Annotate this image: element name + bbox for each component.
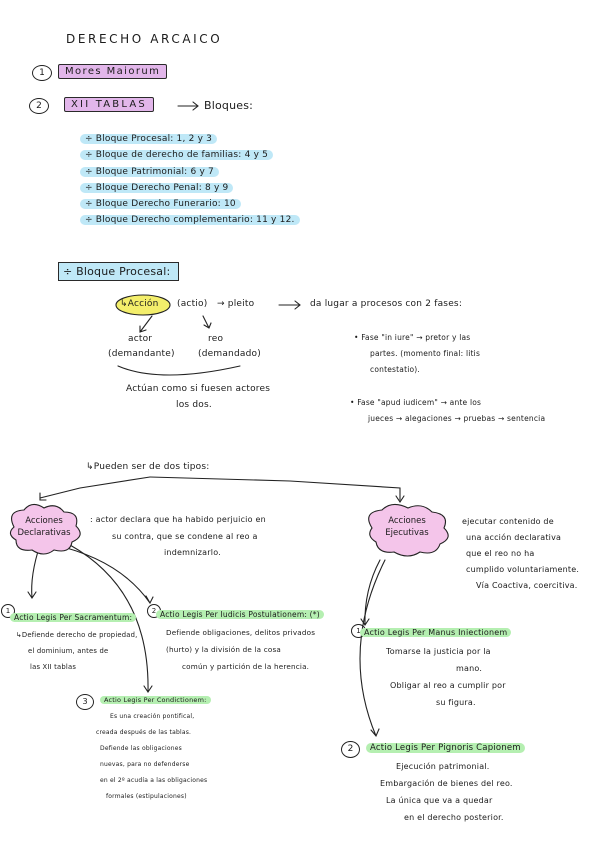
sacramentum-title: Actio Legis Per Sacramentum: (10, 613, 137, 622)
condictionem-line: en el 2º acudía a las obligaciones (100, 777, 208, 784)
list-item: ÷ Bloque Procesal: 1, 2 y 3 (80, 134, 218, 144)
acciones-ejecutivas-label: Acciones Ejecutivas (372, 515, 442, 539)
ejecutivas-desc: que el reo no ha (466, 549, 535, 558)
condictionem-line: creada después de las tablas. (96, 729, 192, 736)
list-item: ÷ Bloque Derecho Funerario: 10 (80, 199, 241, 209)
arrow-to-condictionem (69, 544, 153, 693)
ejecutivas-desc: ejecutar contenido de (462, 517, 554, 526)
condictionem-line: formales (estipulaciones) (106, 793, 187, 800)
cloud-ejecutivas (368, 503, 449, 557)
pignoris-title: Actio Legis Per Pignoris Capionem (366, 743, 525, 753)
declarativas-desc: : actor declara que ha habido perjuicio … (90, 515, 266, 524)
arrow-to-manus (360, 559, 381, 626)
arrow-to-declarativas (39, 476, 151, 499)
note-line: los dos. (176, 400, 212, 410)
manus-line: su figura. (436, 698, 476, 707)
fase-in-iure-line: • Fase "in iure" → pretor y las (354, 333, 471, 342)
sacramentum-line: las XII tablas (30, 663, 77, 671)
fase-in-iure-line: contestatio). (370, 365, 420, 374)
accion-highlight (115, 294, 171, 316)
iudicis-line: (hurto) y la división de la cosa (166, 645, 282, 654)
circle-number-1: 1 (1, 604, 15, 618)
bloques-label: Bloques: (204, 99, 254, 112)
cloud-declarativas (9, 503, 81, 555)
fase-apud-iudicem-line: jueces → alegaciones → pruebas → sentenc… (368, 414, 546, 423)
note-line: Actúan como si fuesen actores (126, 384, 271, 394)
xii-tablas-label: XII TABLAS (64, 97, 154, 112)
condictionem-line: Es una creación pontifical, (110, 713, 195, 720)
iudicis-line: Defiende obligaciones, delitos privados (166, 628, 316, 637)
pignoris-line: en el derecho posterior. (404, 813, 504, 822)
da-lugar-text: da lugar a procesos con 2 fases: (310, 299, 463, 309)
declarativas-desc: su contra, que se condene al reo a (112, 532, 258, 541)
condictionem-line: nuevas, para no defenderse (100, 761, 190, 768)
declarativas-desc: indemnizarlo. (164, 548, 221, 557)
circle-number-2: 2 (29, 98, 49, 114)
manus-line: Tomarse la justicia por la (386, 647, 491, 656)
cloud-line: Acciones (25, 516, 63, 526)
cloud-line: Declarativas (17, 528, 71, 538)
manus-line: Obligar al reo a cumplir por (390, 681, 506, 690)
demandante-label: (demandante) (108, 349, 175, 359)
fase-apud-iudicem-line: • Fase "apud iudicem" → ante los (350, 398, 482, 407)
circle-number-3: 3 (76, 694, 94, 710)
acciones-declarativas-label: Acciones Declarativas (14, 515, 74, 539)
accion-label: ↳Acción (120, 299, 159, 309)
ejecutivas-desc: una acción declarativa (466, 533, 562, 542)
demandado-label: (demandado) (198, 349, 261, 359)
tipos-heading: ↳Pueden ser de dos tipos: (86, 462, 210, 472)
manus-line: mano. (456, 664, 483, 673)
circle-number-2: 2 (341, 741, 360, 758)
fase-in-iure-line: partes. (momento final: litis (370, 349, 481, 358)
reo-label: reo (208, 334, 224, 344)
arrow-to-iudicis (54, 544, 154, 605)
bloque-procesal-heading: ÷ Bloque Procesal: (58, 262, 180, 281)
arrow-to-da-lugar (278, 300, 301, 310)
ejecutivas-desc: Vía Coactiva, coercitiva. (476, 581, 578, 590)
iudicis-title: Actio Legis Per Iudicis Postulationem: (… (156, 610, 324, 619)
list-item: ÷ Bloque de derecho de familias: 4 y 5 (80, 150, 274, 160)
cloud-line: Acciones (388, 516, 426, 526)
arrow-to-bloques (177, 101, 199, 111)
actor-label: actor (128, 334, 153, 344)
pignoris-line: La única que va a quedar (386, 796, 493, 805)
arrow-to-ejecutivas (149, 476, 401, 501)
manus-title: Actio Legis Per Manus Iniectionem (360, 628, 512, 637)
arrow-to-actor (139, 315, 153, 333)
ejecutivas-desc: cumplido voluntariamente. (466, 565, 580, 574)
list-item: ÷ Bloque Patrimonial: 6 y 7 (80, 167, 219, 177)
actio-label: (actio) (177, 299, 208, 309)
cloud-line: Ejecutivas (385, 528, 429, 538)
sacramentum-line: ↳Defiende derecho de propiedad, (16, 631, 138, 639)
condictionem-line: Defiende las obligaciones (100, 745, 182, 752)
page-title: DERECHO ARCAICO (66, 32, 223, 46)
pignoris-line: Ejecución patrimonial. (396, 762, 490, 771)
list-item: ÷ Bloque Derecho complementario: 11 y 12… (80, 215, 300, 225)
arrow-to-reo (202, 315, 212, 329)
mores-maiorum-label: Mores Maiorum (58, 64, 168, 79)
sacramentum-line: el dominium, antes de (28, 647, 109, 655)
condictionem-title: Actio Legis Per Condictionem: (100, 696, 211, 704)
list-item: ÷ Bloque Derecho Penal: 8 y 9 (80, 183, 234, 193)
pleito-label: → pleito (217, 299, 255, 309)
bracket-actores (117, 365, 241, 376)
arrow-to-pignoris (359, 559, 386, 738)
circle-number-1: 1 (32, 65, 52, 81)
iudicis-line: común y partición de la herencia. (182, 662, 310, 671)
pignoris-line: Embargación de bienes del reo. (380, 779, 513, 788)
